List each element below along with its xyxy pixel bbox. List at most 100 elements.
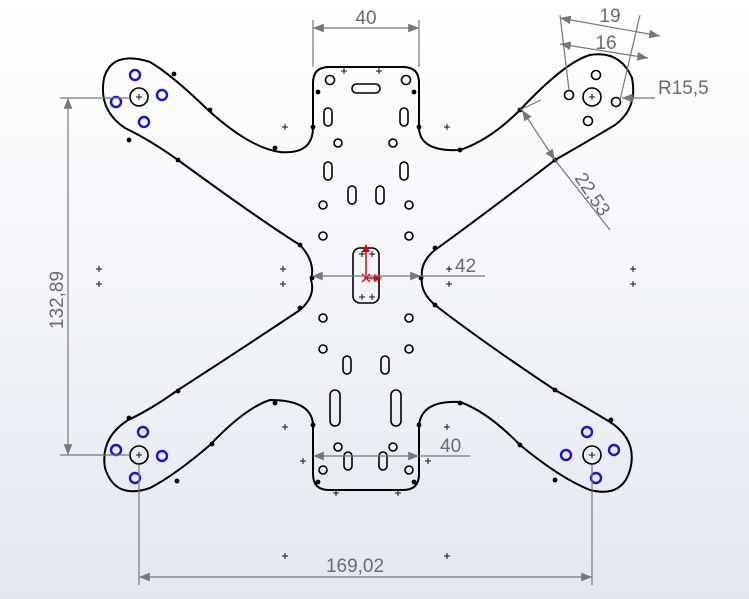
- body-hole: [404, 200, 414, 210]
- sketch-point: [457, 400, 463, 406]
- mount-hole: [563, 89, 575, 101]
- sketch-point: [171, 71, 177, 77]
- body-hole: [318, 231, 328, 241]
- dimension-top-40[interactable]: 40: [312, 8, 420, 67]
- slot-v: [380, 355, 390, 375]
- sketch-point: [126, 415, 132, 421]
- mount-hole: [155, 88, 169, 102]
- top-tab-outline: [312, 66, 420, 128]
- plus-marker: [96, 266, 102, 272]
- plus-marker: [444, 424, 450, 430]
- body-hole: [404, 344, 414, 354]
- plus-marker: [282, 424, 288, 430]
- sketch-point: [416, 124, 422, 130]
- mount-hole: [580, 425, 594, 439]
- frame-outline[interactable]: [102, 53, 635, 493]
- dimension-label: 42: [455, 256, 476, 277]
- dimension-132-89[interactable]: 132,89: [47, 97, 130, 456]
- sketch-point: [552, 387, 558, 393]
- mount-hole: [136, 425, 150, 439]
- extension-line: [519, 99, 611, 231]
- body-hole: [333, 138, 343, 148]
- plus-marker: [446, 281, 452, 287]
- body-hole: [404, 231, 414, 241]
- body-hole: [388, 442, 398, 452]
- plus-marker: [630, 266, 636, 272]
- dimension-label: 169,02: [326, 556, 384, 577]
- dimension-bottom-40[interactable]: 40: [313, 436, 470, 461]
- dimension-radius[interactable]: R15,5: [622, 78, 709, 103]
- plus-marker: [446, 266, 452, 272]
- sketch-point: [517, 442, 523, 448]
- plus-marker: [136, 452, 142, 458]
- mount-hole: [155, 449, 169, 463]
- sketch-point: [608, 417, 614, 423]
- mount-hole: [589, 471, 603, 485]
- plus-marker: [369, 251, 375, 257]
- plus-marker: [425, 458, 431, 464]
- mount-hole: [607, 443, 621, 457]
- body-hole: [318, 200, 328, 210]
- plus-marker: [630, 281, 636, 287]
- plus-marker: [444, 124, 450, 130]
- plus-marker: [341, 68, 347, 74]
- dimension-line: [559, 41, 649, 61]
- arm-bores: [129, 87, 602, 465]
- slot-long-v: [390, 389, 402, 427]
- slot-long-v: [329, 389, 341, 427]
- body-hole: [318, 344, 328, 354]
- mount-hole: [128, 68, 142, 82]
- dimension-16[interactable]: 16: [559, 33, 649, 61]
- body-hole: [400, 74, 412, 86]
- body-hole: [333, 442, 343, 452]
- sketch-point: [432, 245, 438, 251]
- dimension-line: [521, 109, 556, 161]
- sketch-point: [310, 124, 316, 130]
- dimension-line: [559, 15, 661, 39]
- sketch-point: [552, 477, 558, 483]
- sketch-point: [457, 147, 463, 153]
- sketch-point: [315, 89, 321, 95]
- slot-top-v2: [399, 107, 409, 127]
- plus-marker: [96, 281, 102, 287]
- dimension-169-02[interactable]: 169,02: [138, 465, 593, 585]
- slot-v: [347, 185, 357, 205]
- slot-v: [323, 161, 333, 181]
- sketch-point: [411, 89, 417, 95]
- sketch-point: [411, 479, 417, 485]
- plus-marker: [300, 458, 306, 464]
- construction-markers: [96, 68, 636, 559]
- slot-top-v1: [323, 107, 333, 127]
- plus-marker: [589, 452, 595, 458]
- plus-marker: [444, 553, 450, 559]
- top-left-arm-outline: [102, 53, 635, 493]
- bore-top-left: [129, 87, 149, 107]
- plus-marker: [395, 490, 401, 496]
- body-hole: [404, 465, 414, 475]
- plus-marker: [359, 294, 365, 300]
- slot-top-h1: [351, 83, 381, 94]
- plus-marker: [282, 124, 288, 130]
- dimension-label: 19: [599, 6, 620, 27]
- slot-v: [342, 355, 352, 375]
- plus-marker: [589, 94, 595, 100]
- dimension-label: R15,5: [658, 78, 709, 99]
- sketch-point: [416, 422, 422, 428]
- extension-line: [138, 465, 593, 585]
- body-hole: [324, 74, 336, 86]
- dimension-center-42[interactable]: 42: [312, 256, 485, 281]
- bore-top-right: [582, 87, 602, 107]
- dimension-19[interactable]: 19: [559, 6, 661, 101]
- mount-hole: [137, 115, 151, 129]
- dimension-label: 40: [355, 8, 376, 29]
- mount-hole: [559, 448, 573, 462]
- mount-hole: [610, 96, 622, 108]
- mount-hole: [590, 69, 602, 81]
- plus-marker: [333, 490, 339, 496]
- sketch-point: [175, 157, 181, 163]
- sketch-point: [272, 145, 278, 151]
- sketch-point: [272, 400, 278, 406]
- mount-hole: [582, 115, 594, 127]
